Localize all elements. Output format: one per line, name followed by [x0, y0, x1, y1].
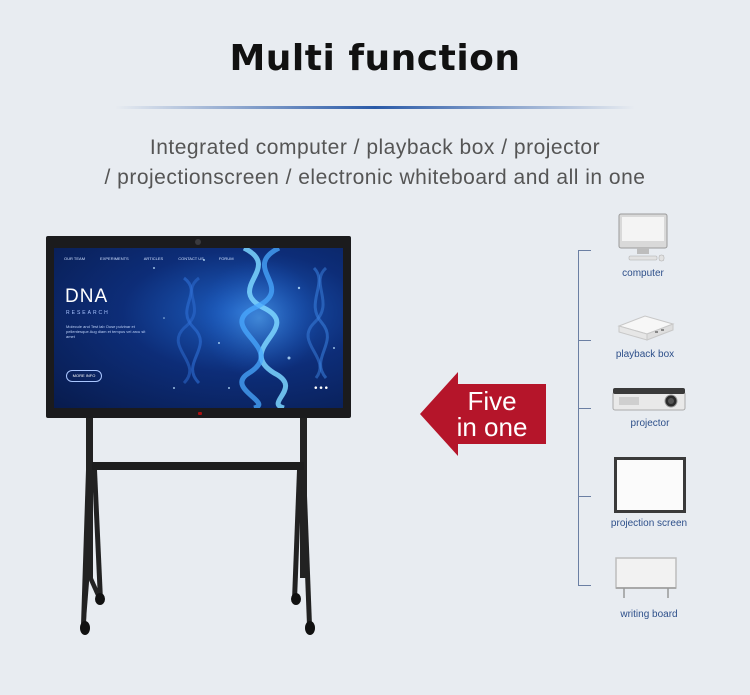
page-title: Multi function [229, 38, 521, 79]
screen-nav: OUR TEAM EXPERIMENTS ARTICLES CONTACT US… [64, 256, 234, 261]
screen-nav-item: OUR TEAM [64, 256, 86, 261]
device-bracket [578, 250, 579, 585]
bracket-tick [578, 340, 591, 341]
projector-icon [612, 388, 686, 411]
title-divider [115, 106, 635, 109]
bracket-tick [578, 250, 591, 251]
power-led [198, 412, 202, 415]
screen-nav-item: EXPERIMENTS [100, 256, 129, 261]
writing-board-icon [615, 557, 677, 598]
arrow-line-1: Five [467, 386, 517, 416]
five-in-one-arrow [420, 372, 546, 456]
device-label-playback-box: playback box [615, 349, 675, 360]
screen-body-text: Molecule and Test lab Ouse pulvinar et p… [66, 324, 146, 339]
bracket-tick [578, 585, 591, 586]
device-label-projector: projector [630, 418, 670, 429]
computer-icon [618, 213, 668, 262]
interactive-display: OUR TEAM EXPERIMENTS ARTICLES CONTACT US… [46, 236, 351, 418]
camera-icon [195, 239, 201, 245]
playback-box-icon [617, 315, 675, 341]
subtitle-line-1: Integrated computer / playback box / pro… [149, 136, 601, 159]
bracket-tick [578, 496, 591, 497]
screen-nav-item: ARTICLES [143, 256, 164, 261]
device-label-writing-board: writing board [620, 609, 678, 620]
screen-title: DNA [65, 286, 109, 307]
arrow-line-2: in one [456, 412, 528, 442]
projection-screen-icon [614, 457, 686, 513]
bracket-tick [578, 408, 591, 409]
device-label-computer: computer [622, 268, 664, 279]
screen-subtitle: RESEARCH [66, 310, 110, 316]
subtitle-line-2: / projectionscreen / electronic whiteboa… [104, 166, 646, 189]
display-screen: OUR TEAM EXPERIMENTS ARTICLES CONTACT US… [54, 248, 343, 408]
screen-nav-item: CONTACT US [178, 256, 204, 261]
dna-helix-illustration [153, 248, 335, 408]
screen-more-info-button: MORE INFO [66, 370, 102, 382]
screen-dots: ••• [313, 384, 329, 394]
arrow-label: Five in one [444, 388, 540, 440]
device-label-projection-screen: projection screen [610, 518, 688, 529]
screen-nav-item: FORUM [218, 256, 234, 261]
